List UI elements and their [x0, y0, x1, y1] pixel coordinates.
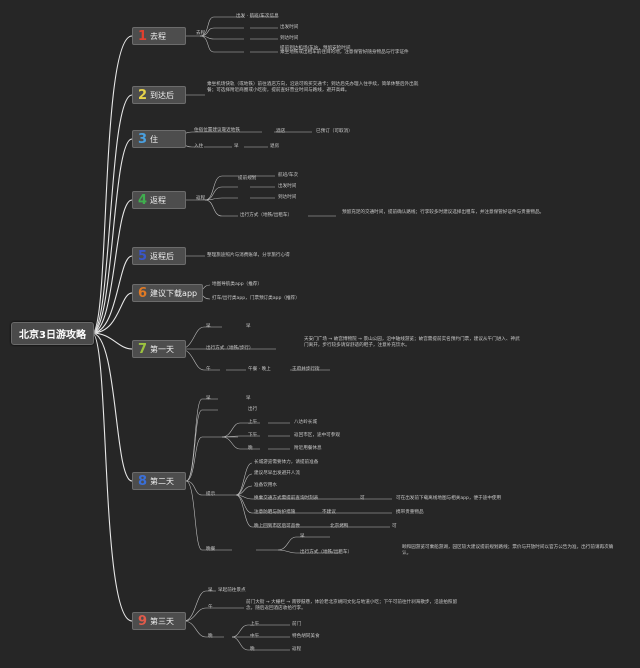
topic-label: 到达后	[150, 90, 175, 100]
leaf-node[interactable]: 携带贵重物品	[396, 510, 424, 515]
leaf-node[interactable]: 出行方式（地铁/出租车）	[300, 550, 353, 555]
topic-label: 住	[150, 134, 159, 144]
leaf-node[interactable]: 午	[206, 367, 211, 372]
topic-number: 6	[138, 285, 148, 301]
leaf-node[interactable]: 出发时间	[278, 184, 297, 189]
topic-number: 7	[138, 341, 148, 357]
leaf-node[interactable]: 出发时间	[280, 25, 299, 30]
topic-label: 第一天	[150, 344, 175, 354]
leaf-node[interactable]: 早	[208, 588, 213, 593]
leaf-node[interactable]: 下午	[248, 433, 258, 438]
topic-number: 4	[138, 192, 148, 208]
leaf-node[interactable]: 晚	[250, 647, 255, 652]
leaf-node[interactable]: 已预订（可取消）	[316, 129, 353, 134]
leaf-node[interactable]: 可	[392, 524, 397, 529]
leaf-node[interactable]: 乘坐机场快轨（或地铁）前往酒店方向，沿途可购买交通卡；到达后先办理入住手续，简单…	[207, 82, 419, 94]
topic-label: 第二天	[150, 476, 175, 486]
leaf-node[interactable]: 可	[360, 496, 365, 501]
leaf-node[interactable]: 出行	[248, 407, 258, 412]
leaf-node[interactable]: 颐和园游览可乘船游湖，园区较大建议提前规划路线；票价与开放时间以官方公告为准，出…	[402, 545, 614, 557]
leaf-node[interactable]: 到达时间	[280, 36, 299, 41]
leaf-node[interactable]: 航班/车次	[278, 173, 298, 178]
leaf-node[interactable]: 晚	[248, 446, 253, 451]
leaf-node[interactable]: 注意防晒与防护措施	[254, 510, 296, 515]
leaf-node[interactable]: 午餐 · 晚上	[248, 367, 271, 372]
leaf-node[interactable]: 返程	[196, 196, 206, 201]
leaf-node[interactable]: 晚餐	[206, 547, 216, 552]
leaf-node[interactable]: 早起前往景点	[218, 588, 246, 593]
leaf-node[interactable]: 入住	[194, 144, 204, 149]
leaf-node[interactable]: 上午	[250, 622, 260, 627]
topic-number: 5	[138, 248, 148, 264]
root-topic[interactable]: 北京3日游攻略	[11, 322, 94, 345]
topic-label: 建议下载app	[150, 288, 198, 298]
leaf-node[interactable]: 打车/出行类app，门票预订类app（推荐）	[212, 296, 300, 301]
leaf-node[interactable]: 早	[206, 396, 211, 401]
leaf-node[interactable]: 住宿位置建议靠近地铁	[194, 128, 240, 133]
leaf-node[interactable]: 晚上回到市区后可品尝	[254, 524, 300, 529]
leaf-node[interactable]: 上午	[248, 420, 258, 425]
leaf-node[interactable]: 准备饮用水	[254, 483, 277, 488]
leaf-node[interactable]: 北京烤鸭	[330, 524, 349, 529]
leaf-node[interactable]: 早	[300, 534, 305, 539]
leaf-node[interactable]: 返程	[292, 647, 302, 652]
topic-label: 返程	[150, 195, 167, 205]
leaf-node[interactable]: 换乘交通方式需提前查询时刻表	[254, 496, 319, 501]
topic-number: 2	[138, 87, 148, 103]
leaf-node[interactable]: 王府井步行街	[292, 367, 320, 372]
leaf-node[interactable]: 长城游览需要体力，请提前准备	[254, 460, 319, 465]
leaf-node[interactable]: 到达时间	[278, 195, 297, 200]
topic-number: 9	[138, 613, 148, 629]
leaf-node[interactable]: 地图导航类app（推荐）	[212, 282, 262, 287]
leaf-node[interactable]: 中午	[250, 634, 260, 639]
leaf-node[interactable]: 去程	[196, 31, 206, 36]
leaf-node[interactable]: 附近用餐休息	[294, 446, 322, 451]
topic-label: 第三天	[150, 616, 175, 626]
leaf-node[interactable]: 退房	[270, 144, 280, 149]
leaf-node[interactable]: 建议尽早出发避开人流	[254, 471, 300, 476]
leaf-node[interactable]: 午	[208, 605, 213, 610]
leaf-node[interactable]: 八达岭长城	[294, 420, 317, 425]
leaf-node[interactable]: 出发 · 航班/车次信息	[236, 14, 279, 19]
leaf-node[interactable]: 出行方式（地铁/步行）	[206, 346, 254, 351]
topic-number: 8	[138, 473, 148, 489]
leaf-node[interactable]: 可在出发前下载离线地图与相关app，便于途中使用	[396, 496, 502, 501]
topic-number: 3	[138, 131, 148, 147]
leaf-node[interactable]: 乘坐地铁或出租车前往目的地，注意保管好随身物品与行李证件	[280, 50, 409, 55]
leaf-node[interactable]: 天安门广场 → 故宫博物院 → 景山公园，沿中轴线游览；故宫需提前实名预约门票，…	[304, 337, 520, 349]
leaf-node[interactable]: 晚	[208, 634, 213, 639]
leaf-node[interactable]: 早	[246, 396, 251, 401]
leaf-node[interactable]: 前门大街 → 大栅栏 → 南锣鼓巷，体验老北京胡同文化与地道小吃；下午可前往什刹…	[246, 600, 458, 612]
leaf-node[interactable]: 预留充足的交通时间，提前确认路线；行李较多时建议选择出租车，并注意保管好证件与贵…	[342, 210, 545, 215]
leaf-node[interactable]: 整理旅途照片与消费账单，分享旅行心得	[207, 253, 290, 258]
leaf-node[interactable]: 早	[234, 144, 239, 149]
leaf-node[interactable]: 不建议	[322, 510, 336, 515]
leaf-node[interactable]: 返回市区，途中可参观	[294, 433, 340, 438]
leaf-node[interactable]: 出行方式（地铁/出租车）	[240, 213, 293, 218]
leaf-node[interactable]: 早	[246, 324, 251, 329]
topic-label: 去程	[150, 31, 167, 41]
topic-label: 返程后	[150, 251, 175, 261]
leaf-node[interactable]: 提示	[206, 492, 216, 497]
leaf-node[interactable]: 早	[206, 324, 211, 329]
leaf-node[interactable]: 酒店	[276, 129, 286, 134]
leaf-node[interactable]: 提前规划	[238, 176, 257, 181]
leaf-node[interactable]: 提前到达机场/车站，预留安检时间	[280, 46, 351, 51]
leaf-node[interactable]: 特色胡同美食	[292, 634, 320, 639]
leaf-node[interactable]: 前门	[292, 622, 302, 627]
topic-number: 1	[138, 28, 148, 44]
